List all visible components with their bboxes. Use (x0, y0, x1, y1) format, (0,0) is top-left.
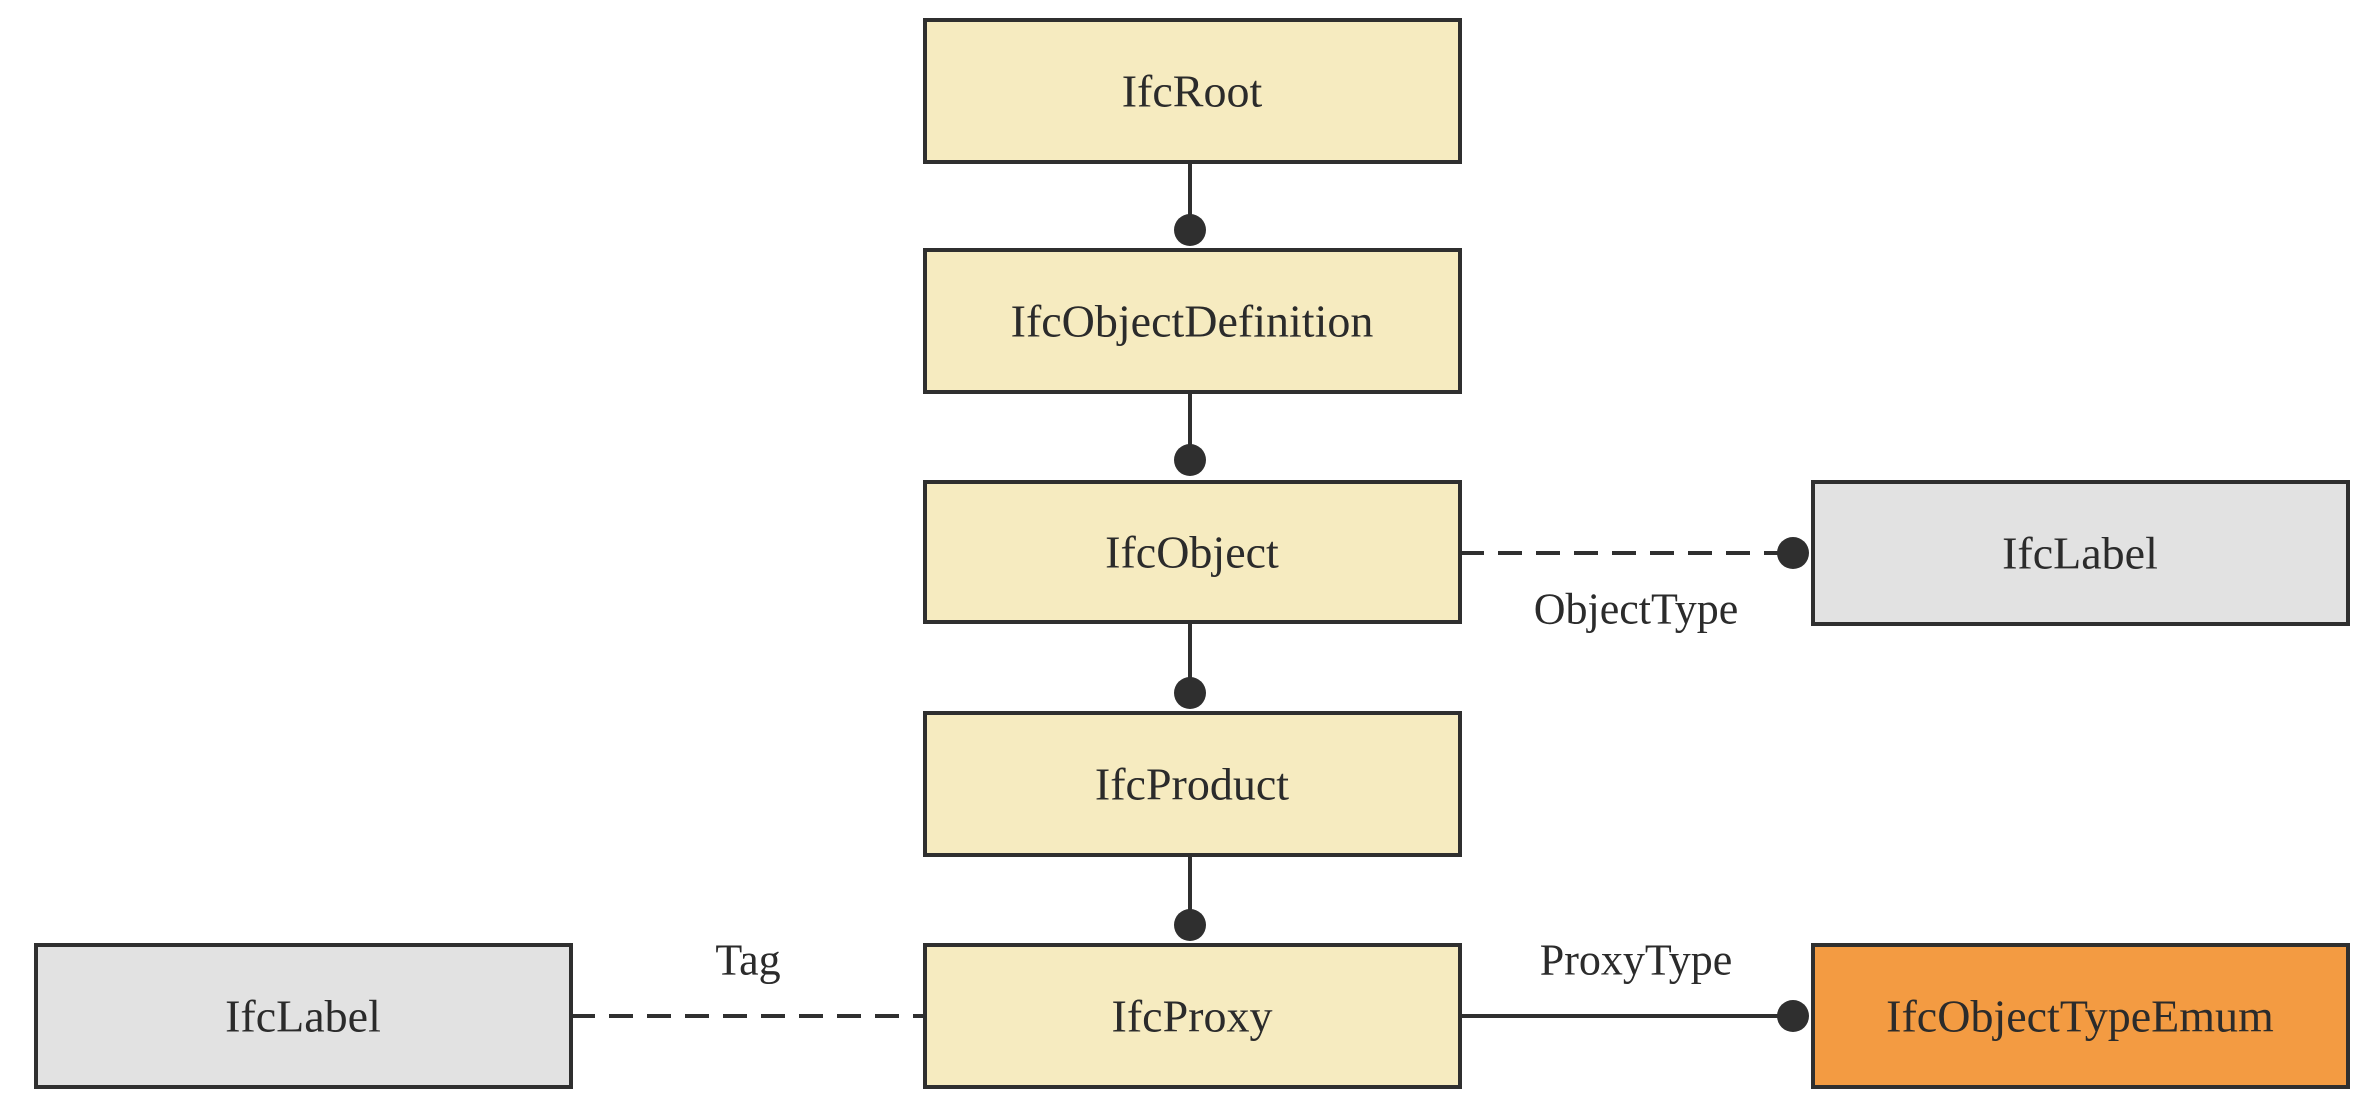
edge-label-object-type: ObjectType (1534, 585, 1739, 634)
connector-dot (1777, 1000, 1809, 1032)
edge-tag: Tag (571, 936, 925, 1018)
svg-text:IfcObject: IfcObject (1105, 527, 1279, 578)
node-ifc-object-definition: IfcObjectDefinition (923, 248, 1462, 394)
svg-text:IfcLabel: IfcLabel (225, 991, 381, 1042)
edge-product-to-proxy (1174, 855, 1206, 941)
node-ifc-object-type-enum: IfcObjectTypeEmum (1811, 943, 2350, 1089)
edge-root-to-object-definition (1174, 162, 1206, 246)
svg-text:IfcObjectTypeEmum: IfcObjectTypeEmum (1886, 991, 2274, 1042)
svg-text:IfcProduct: IfcProduct (1095, 759, 1289, 810)
edge-label-tag: Tag (715, 936, 780, 985)
svg-text:IfcLabel: IfcLabel (2002, 528, 2158, 579)
edge-label-proxy-type: ProxyType (1540, 936, 1732, 985)
node-ifc-label-left: IfcLabel (34, 943, 573, 1089)
svg-text:IfcProxy: IfcProxy (1112, 991, 1273, 1042)
connector-dot (1777, 537, 1809, 569)
svg-text:IfcRoot: IfcRoot (1122, 66, 1263, 117)
node-ifc-product: IfcProduct (923, 711, 1462, 857)
node-ifc-root: IfcRoot (923, 18, 1462, 164)
connector-dot (1174, 677, 1206, 709)
connector-dot (1174, 444, 1206, 476)
svg-text:IfcObjectDefinition: IfcObjectDefinition (1011, 296, 1374, 347)
edge-object-to-product (1174, 622, 1206, 709)
edge-proxy-type: ProxyType (1460, 936, 1809, 1032)
node-ifc-label-right: IfcLabel (1811, 480, 2350, 626)
edge-object-type: ObjectType (1460, 537, 1809, 634)
node-ifc-object: IfcObject (923, 480, 1462, 624)
node-ifc-proxy: IfcProxy (923, 943, 1462, 1089)
connector-dot (1174, 214, 1206, 246)
connector-dot (1174, 909, 1206, 941)
edge-object-definition-to-object (1174, 392, 1206, 476)
